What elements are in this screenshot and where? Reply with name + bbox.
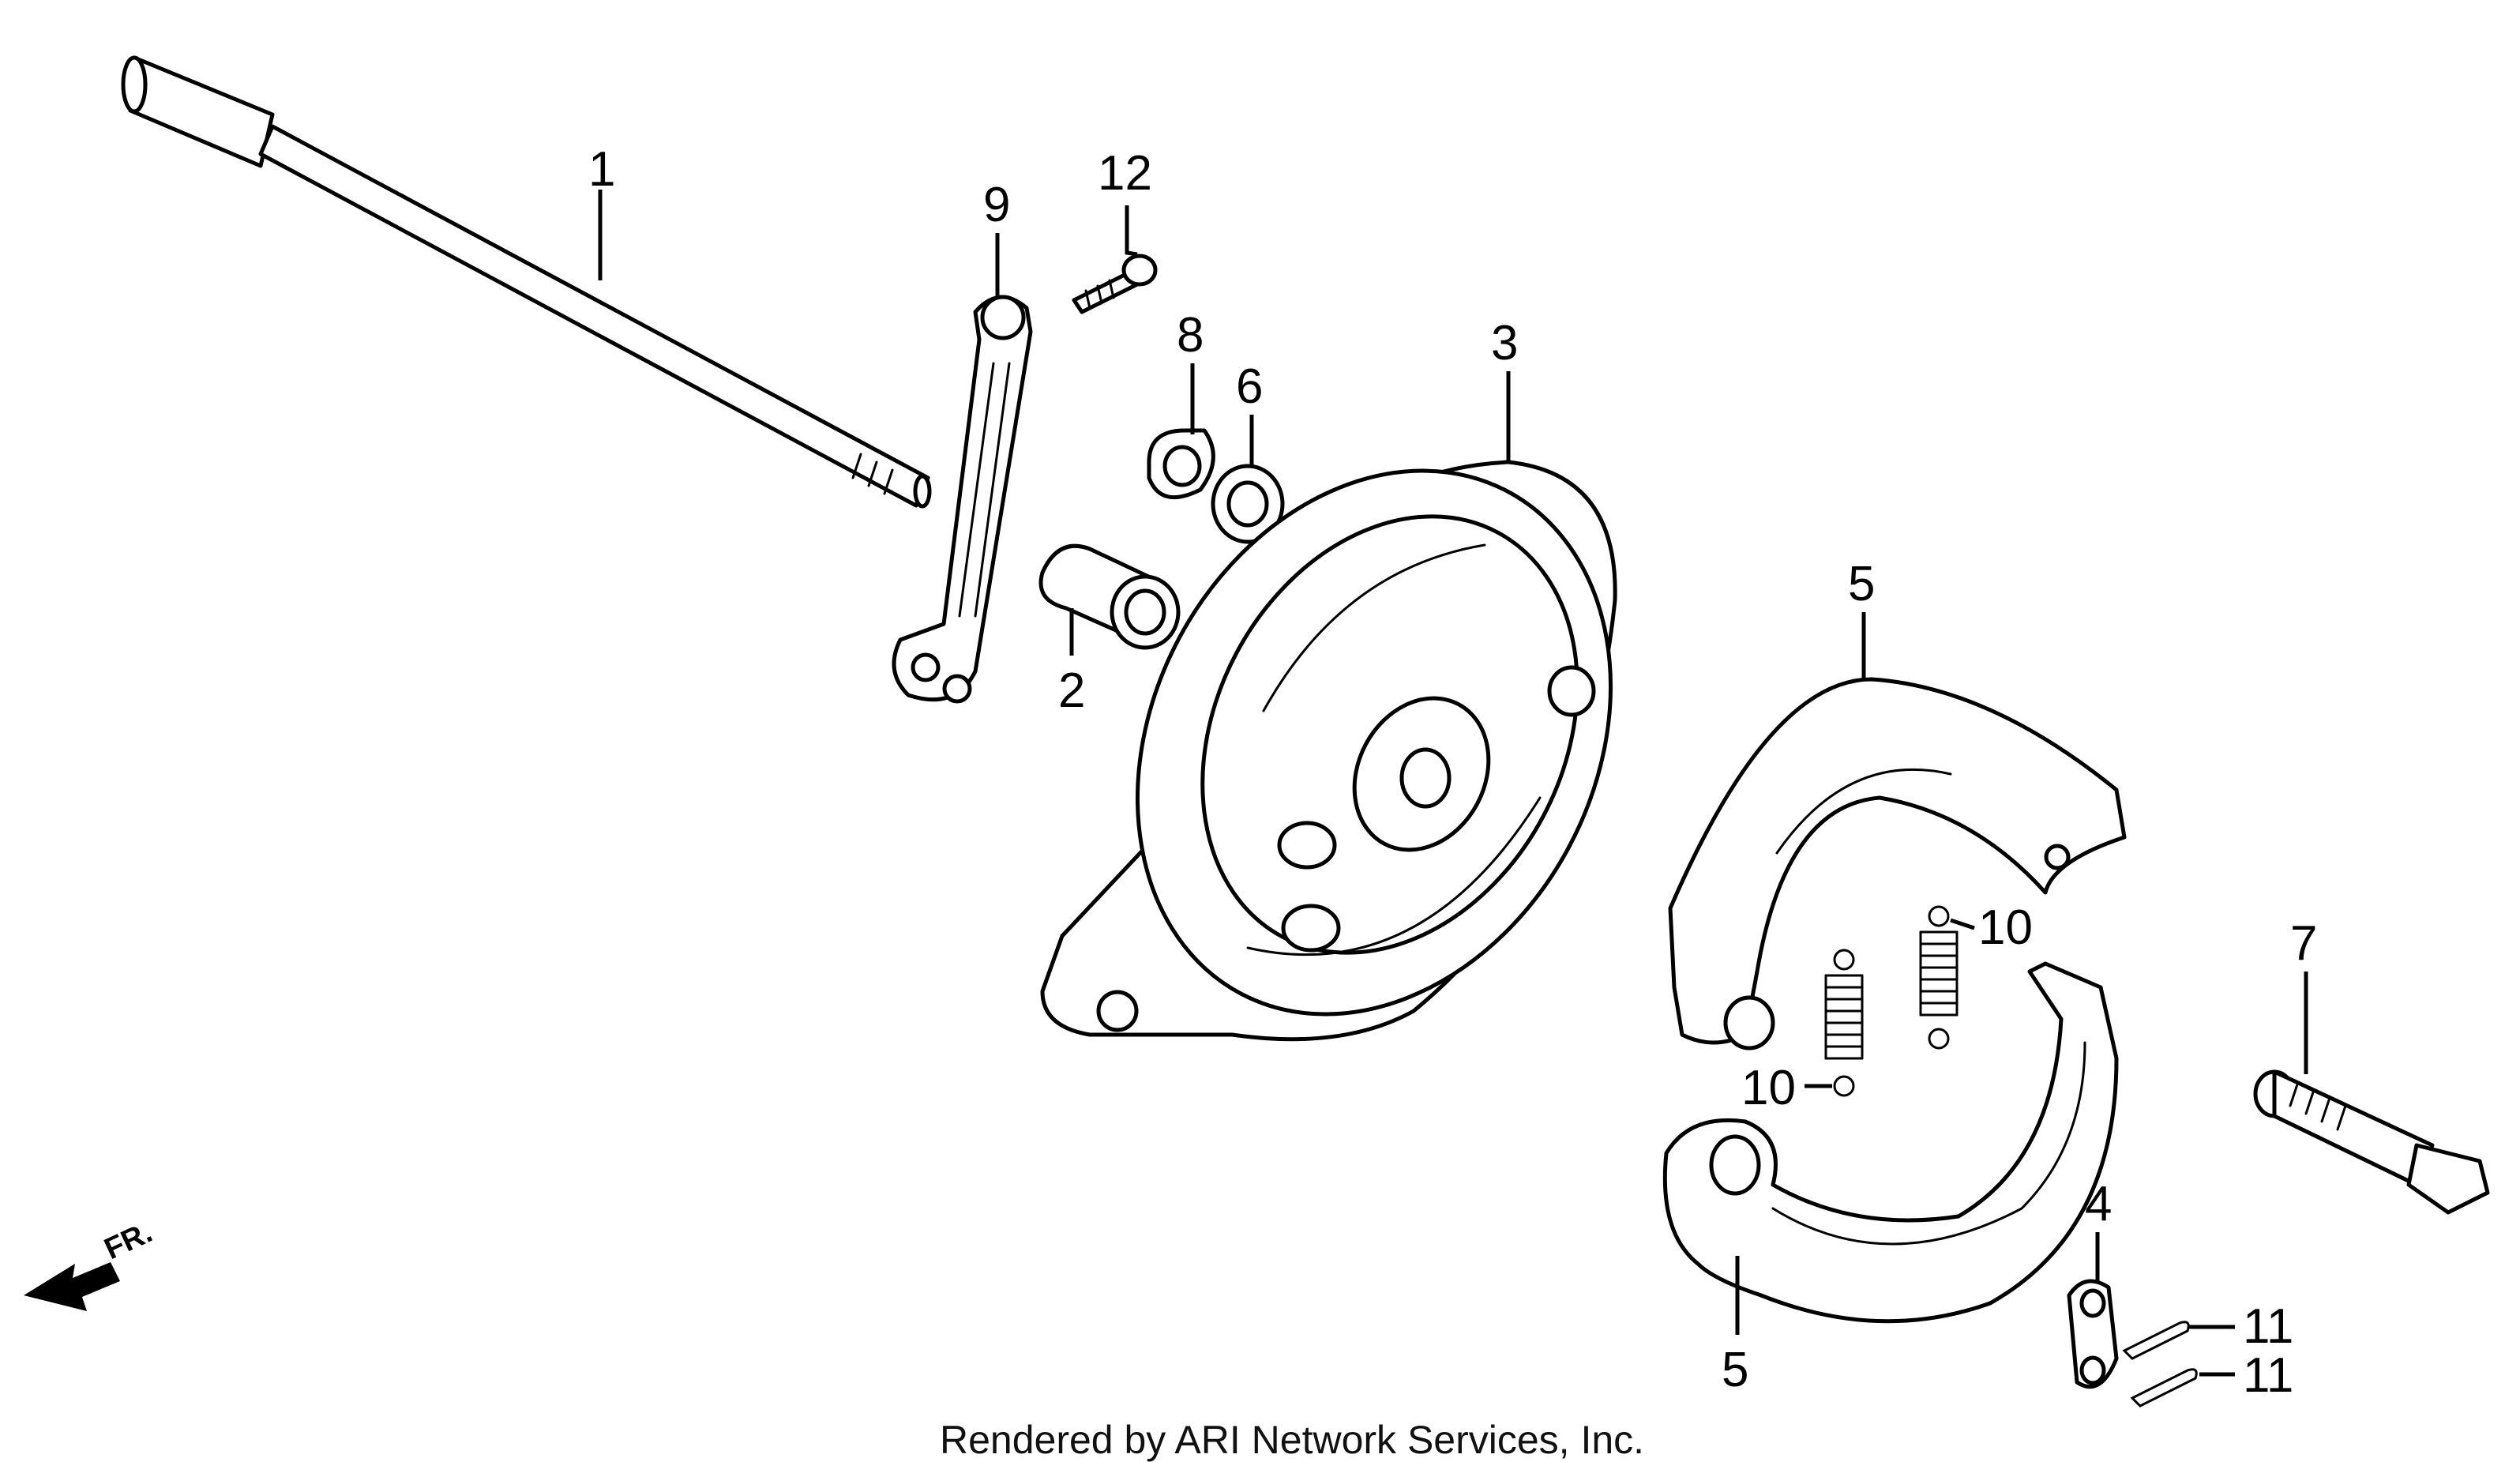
leader-12	[1125, 205, 1138, 257]
callout-5-lower: 5	[1722, 1343, 1748, 1397]
part-6-washer	[1211, 464, 1285, 544]
callout-5-upper: 5	[1848, 557, 1875, 611]
callout-11-lower: 11	[2243, 1348, 2293, 1403]
part-8-plate	[1147, 428, 1215, 500]
part-10-spring-upper	[1919, 905, 1959, 1050]
part-7-cam	[2253, 1069, 2490, 1215]
part-11-cotter-pin-upper	[2122, 1321, 2190, 1360]
part-4-plate	[2067, 1279, 2119, 1389]
part-5-lower-shoe	[1662, 961, 2119, 1324]
callout-7: 7	[2290, 916, 2317, 971]
callout-2: 2	[1058, 663, 1085, 718]
part-3-brake-panel	[1040, 460, 1617, 1042]
callout-1: 1	[588, 142, 615, 197]
callout-3: 3	[1491, 316, 1518, 370]
callout-12: 12	[1098, 146, 1152, 201]
callout-8: 8	[1177, 308, 1204, 363]
callout-11-upper: 11	[2243, 1299, 2293, 1354]
callout-10-lower: 10	[1741, 1061, 1796, 1115]
part-5-upper-shoe	[1668, 677, 2127, 1050]
callout-6: 6	[1236, 359, 1263, 414]
leader-10a	[1950, 918, 1975, 930]
part-12-bolt	[1072, 254, 1158, 314]
part-1-rod	[121, 55, 932, 509]
callout-4: 4	[2085, 1177, 2112, 1231]
part-11-cotter-pin-lower	[2130, 1368, 2198, 1408]
part-10-spring-lower	[1824, 949, 1864, 1097]
part-9-brake-arm	[892, 295, 1033, 704]
front-direction-arrow-icon	[24, 1262, 120, 1311]
part-2-collar	[1038, 543, 1181, 650]
callout-10-upper: 10	[1978, 900, 2033, 955]
callout-9: 9	[983, 178, 1010, 232]
credit-text: Rendered by ARI Network Services, Inc.	[940, 1418, 1644, 1462]
front-direction-label: FR.	[100, 1216, 157, 1266]
